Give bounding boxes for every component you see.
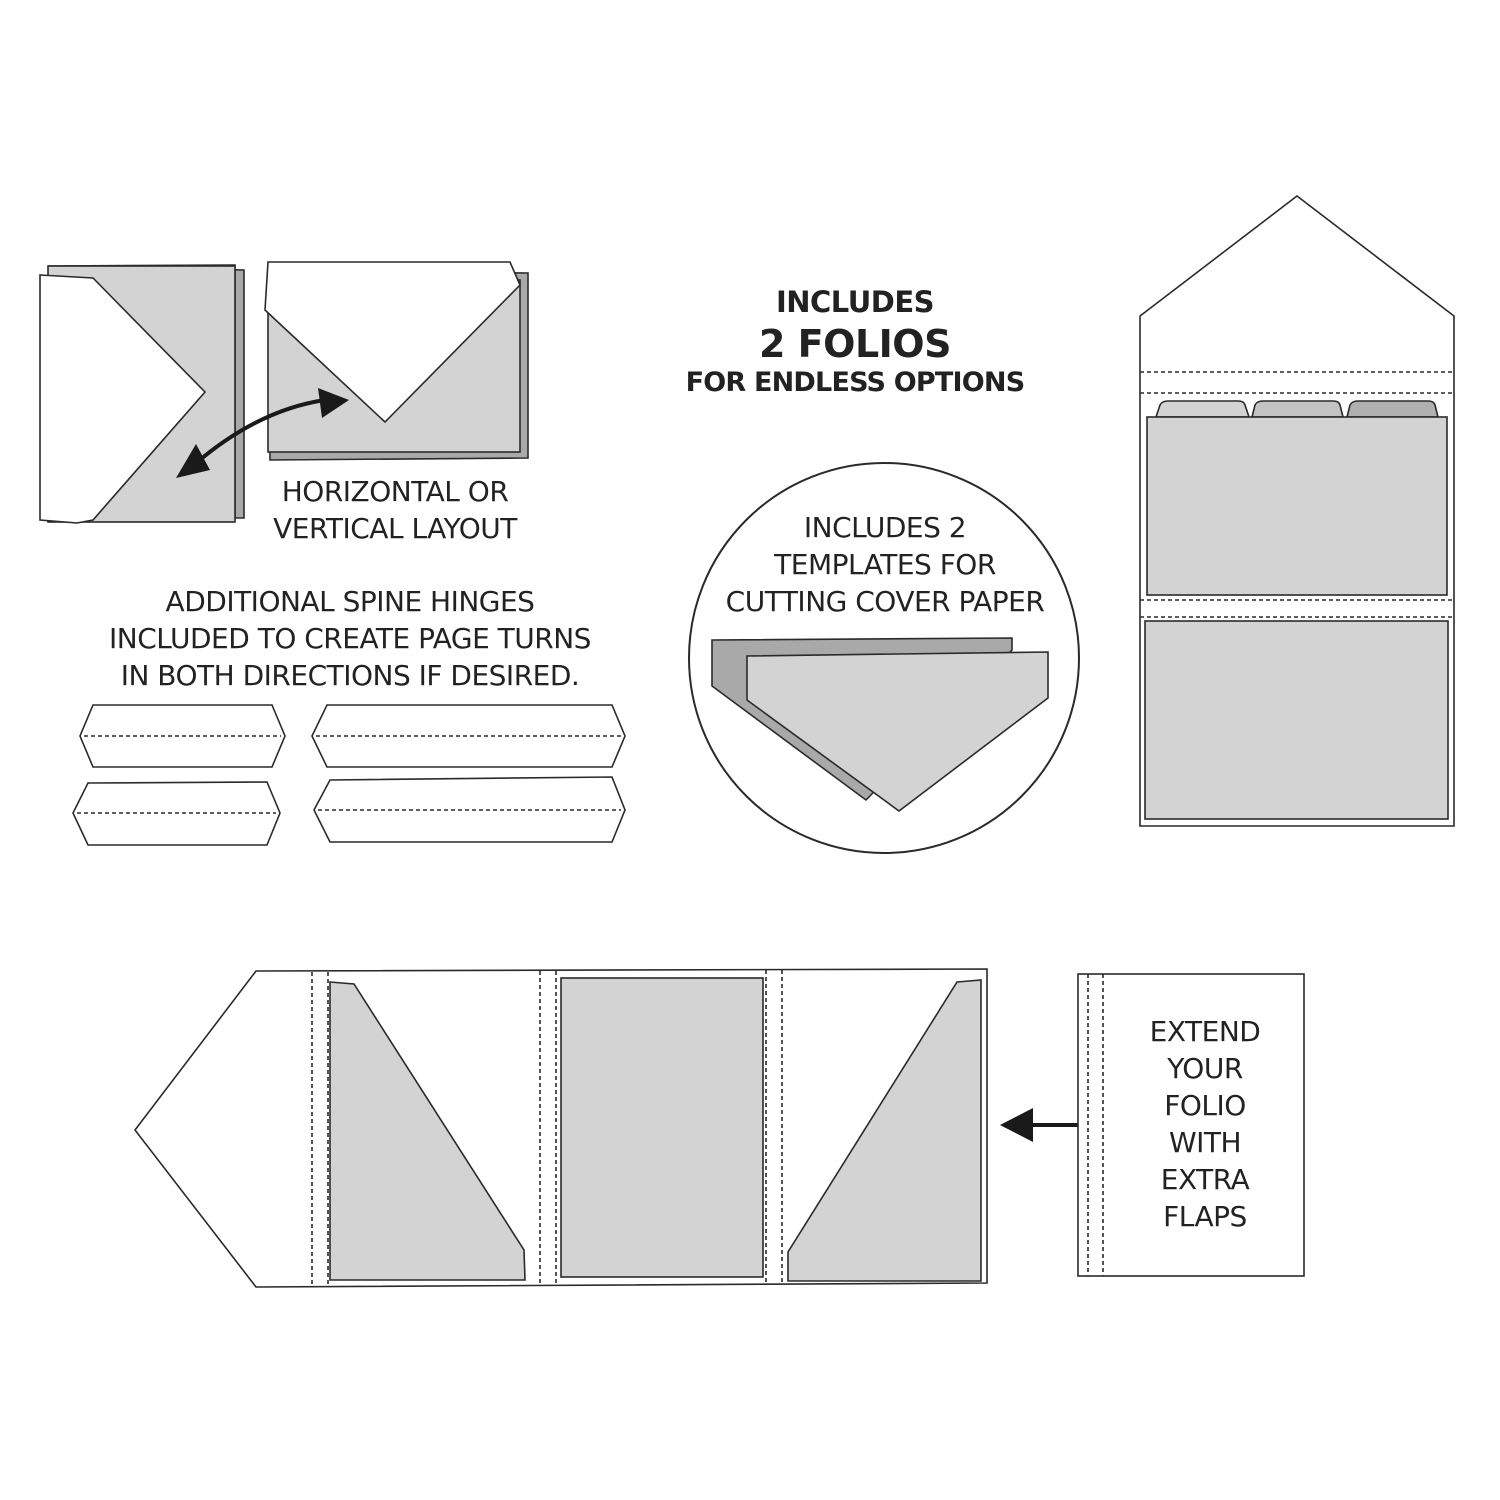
extend-label-line-4: WITH [1168, 1126, 1242, 1159]
extend-label-line-1: EXTEND [1149, 1015, 1261, 1048]
hinges-label: ADDITIONAL SPINE HINGES INCLUDED TO CREA… [60, 588, 640, 690]
templates-label-line-2: TEMPLATES FOR [774, 548, 996, 581]
left-arrow-icon [1000, 1108, 1090, 1142]
extend-label-line-5: EXTRA [1160, 1163, 1250, 1196]
templates-label-line-1: INCLUDES 2 [803, 511, 967, 544]
top-pocket [1146, 416, 1448, 596]
layout-label-line-1: HORIZONTAL OR [281, 475, 509, 508]
divider-tab-3 [1345, 400, 1440, 418]
headline-line-1: INCLUDES [775, 285, 935, 319]
headline: INCLUDES 2 FOLIOS FOR ENDLESS OPTIONS [640, 285, 1070, 398]
horizontal-folio-illustration [264, 261, 529, 461]
bottom-pocket [1144, 620, 1449, 820]
headline-line-3: FOR ENDLESS OPTIONS [685, 367, 1026, 398]
templates-label-line-3: CUTTING COVER PAPER [725, 585, 1045, 618]
extend-label-line-2: YOUR [1167, 1052, 1243, 1085]
templates-circle [688, 462, 1080, 854]
spine-hinge-3 [72, 781, 281, 846]
templates-label: INCLUDES 2 TEMPLATES FOR CUTTING COVER P… [700, 514, 1070, 616]
left-corner-pocket [329, 981, 526, 1281]
hinges-label-line-2: INCLUDED TO CREATE PAGE TURNS [109, 622, 591, 655]
right-corner-pocket [787, 979, 982, 1282]
spine-hinge-2 [311, 704, 626, 768]
vertical-folio-illustration [39, 264, 245, 524]
layout-label: HORIZONTAL OR VERTICAL LAYOUT [235, 478, 555, 543]
extend-label-line-3: FOLIO [1164, 1089, 1246, 1122]
double-arrow-icon [176, 388, 349, 478]
divider-tab-1 [1154, 400, 1251, 418]
spine-hinge-1 [79, 704, 286, 768]
center-pocket [560, 977, 764, 1278]
extend-label: EXTEND YOUR FOLIO WITH EXTRA FLAPS [1110, 1018, 1300, 1231]
extra-flap-illustration [1077, 973, 1305, 1277]
headline-line-2: 2 FOLIOS [759, 322, 951, 366]
layout-label-line-2: VERTICAL LAYOUT [273, 512, 517, 545]
divider-tab-2 [1250, 400, 1345, 418]
extend-label-line-6: FLAPS [1163, 1200, 1247, 1233]
vertical-folio-with-tabs [1139, 194, 1455, 827]
trifold-folio-illustration [133, 968, 988, 1288]
hinges-label-line-1: ADDITIONAL SPINE HINGES [165, 585, 535, 618]
hinges-label-line-3: IN BOTH DIRECTIONS IF DESIRED. [120, 659, 580, 692]
spine-hinge-4 [313, 776, 626, 843]
